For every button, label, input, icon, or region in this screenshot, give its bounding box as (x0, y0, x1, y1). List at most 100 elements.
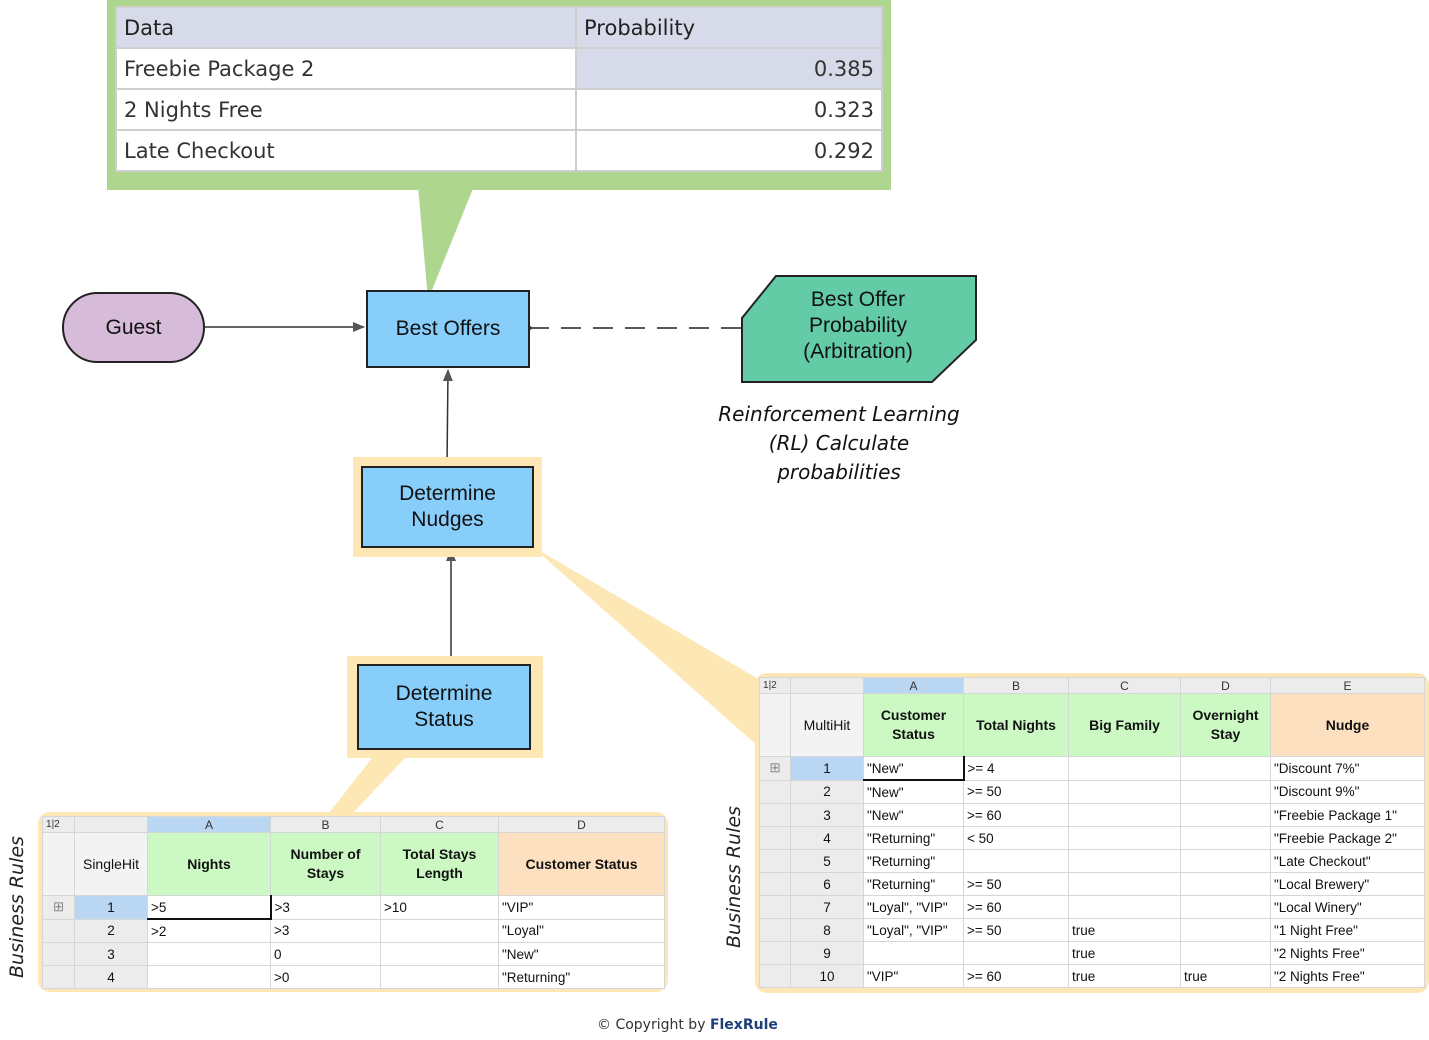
table-row[interactable]: 2"New">= 50"Discount 9%" (759, 779, 1425, 804)
cell[interactable] (380, 942, 499, 966)
column-letter[interactable]: C (1068, 677, 1181, 694)
level-tab-2[interactable]: 2 (54, 819, 60, 830)
column-letter[interactable]: E (1270, 677, 1425, 694)
cell[interactable]: >= 60 (963, 803, 1069, 827)
condition-header-total-nights[interactable]: Total Nights (963, 693, 1069, 757)
hit-policy[interactable]: MultiHit (790, 693, 864, 757)
cell[interactable]: "VIP" (498, 895, 665, 920)
table-row[interactable]: 2 Nights Free 0.323 (115, 88, 883, 131)
hit-policy[interactable]: SingleHit (74, 832, 148, 896)
cell[interactable]: "Late Checkout" (1270, 849, 1425, 873)
cell[interactable]: >5 (147, 895, 272, 920)
cell[interactable]: >0 (270, 965, 381, 989)
condition-header-customer-status[interactable]: Customer Status (863, 693, 964, 757)
condition-header-total-stays-length[interactable]: Total Stays Length (380, 832, 499, 896)
table-row[interactable]: 6"Returning">= 50"Local Brewery" (759, 872, 1425, 896)
column-letter[interactable]: A (863, 677, 964, 694)
cell[interactable] (1180, 779, 1271, 804)
cell[interactable] (1180, 872, 1271, 896)
cell[interactable]: "Returning" (498, 965, 665, 989)
cell[interactable]: "Freebie Package 2" (1270, 826, 1425, 850)
conclusion-header-customer-status[interactable]: Customer Status (498, 832, 665, 896)
table-row[interactable]: 3 0 "New" (42, 942, 665, 966)
cell[interactable]: true (1068, 918, 1181, 942)
cell[interactable] (1180, 803, 1271, 827)
cell[interactable]: "Loyal" (498, 918, 665, 943)
guest-input-node[interactable]: Guest (62, 292, 205, 363)
column-letter[interactable]: C (380, 816, 499, 833)
cell[interactable]: "Local Brewery" (1270, 872, 1425, 896)
cell[interactable]: "New" (863, 756, 965, 781)
cell[interactable] (147, 965, 271, 989)
cell[interactable]: >= 60 (963, 964, 1069, 988)
condition-header-overnight-stay[interactable]: Overnight Stay (1180, 693, 1271, 757)
determine-nudges-node[interactable]: Determine Nudges (361, 466, 534, 548)
table-row[interactable]: 7"Loyal", "VIP">= 60"Local Winery" (759, 895, 1425, 919)
cell[interactable]: "Returning" (863, 872, 964, 896)
cell[interactable] (1068, 895, 1181, 919)
cell[interactable]: true (1068, 964, 1181, 988)
expand-icon[interactable]: ⊞ (42, 895, 75, 920)
level-tabs[interactable]: 1|2 (42, 816, 75, 833)
column-letter[interactable]: D (498, 816, 665, 833)
condition-header-nights[interactable]: Nights (147, 832, 271, 896)
cell[interactable]: true (1180, 964, 1271, 988)
cell[interactable] (1180, 941, 1271, 965)
brand-name[interactable]: FlexRule (709, 1017, 778, 1033)
cell[interactable] (147, 942, 271, 966)
table-row[interactable]: ⊞1"New">= 4"Discount 7%" (759, 756, 1425, 781)
column-letter[interactable]: B (963, 677, 1069, 694)
cell[interactable]: "New" (863, 779, 964, 804)
best-offer-probability-shape[interactable] (741, 275, 977, 383)
cell[interactable]: "Loyal", "VIP" (863, 918, 964, 942)
level-tab-1[interactable]: 1 (46, 819, 52, 830)
cell[interactable] (1068, 849, 1181, 873)
cell[interactable]: "Freebie Package 1" (1270, 803, 1425, 827)
table-row[interactable]: ⊞ 1 >5 >3 >10 "VIP" (42, 895, 665, 920)
cell[interactable] (1180, 849, 1271, 873)
cell[interactable]: "Returning" (863, 826, 964, 850)
cell[interactable]: "Discount 7%" (1270, 756, 1425, 781)
cell[interactable] (863, 941, 964, 965)
cell[interactable]: >3 (270, 918, 381, 943)
cell[interactable]: "2 Nights Free" (1270, 941, 1425, 965)
level-tab-1[interactable]: 1 (763, 680, 769, 691)
cell[interactable] (1180, 918, 1271, 942)
cell[interactable]: >= 50 (963, 779, 1069, 804)
cell[interactable]: >= 50 (963, 872, 1069, 896)
cell[interactable]: >3 (270, 895, 381, 920)
cell[interactable] (1180, 826, 1271, 850)
cell[interactable] (963, 941, 1069, 965)
cell[interactable]: >= 4 (963, 756, 1069, 781)
table-row[interactable]: 5"Returning""Late Checkout" (759, 849, 1425, 873)
cell[interactable]: "New" (498, 942, 665, 966)
expand-icon[interactable]: ⊞ (759, 756, 791, 781)
cell[interactable] (1180, 895, 1271, 919)
cell[interactable]: "2 Nights Free" (1270, 964, 1425, 988)
cell[interactable] (1068, 872, 1181, 896)
determine-status-node[interactable]: Determine Status (357, 664, 531, 750)
cell[interactable]: >2 (147, 918, 271, 943)
column-letter[interactable]: B (270, 816, 381, 833)
table-row[interactable]: 4 >0 "Returning" (42, 965, 665, 989)
table-row[interactable]: Late Checkout 0.292 (115, 129, 883, 172)
cell[interactable]: "Returning" (863, 849, 964, 873)
level-tabs[interactable]: 1|2 (759, 677, 791, 694)
cell[interactable]: >10 (380, 895, 499, 920)
table-row[interactable]: 3"New">= 60"Freebie Package 1" (759, 803, 1425, 827)
cell[interactable] (963, 849, 1069, 873)
cell[interactable]: "Local Winery" (1270, 895, 1425, 919)
level-tab-2[interactable]: 2 (771, 680, 777, 691)
condition-header-big-family[interactable]: Big Family (1068, 693, 1181, 757)
cell[interactable] (380, 918, 499, 943)
cell[interactable] (380, 965, 499, 989)
cell[interactable] (1180, 756, 1271, 781)
cell[interactable]: "Discount 9%" (1270, 779, 1425, 804)
table-row[interactable]: 2 >2 >3 "Loyal" (42, 918, 665, 943)
cell[interactable] (1068, 756, 1181, 781)
condition-header-number-of-stays[interactable]: Number of Stays (270, 832, 381, 896)
table-row[interactable]: 4"Returning"< 50"Freebie Package 2" (759, 826, 1425, 850)
column-letter[interactable]: D (1180, 677, 1271, 694)
